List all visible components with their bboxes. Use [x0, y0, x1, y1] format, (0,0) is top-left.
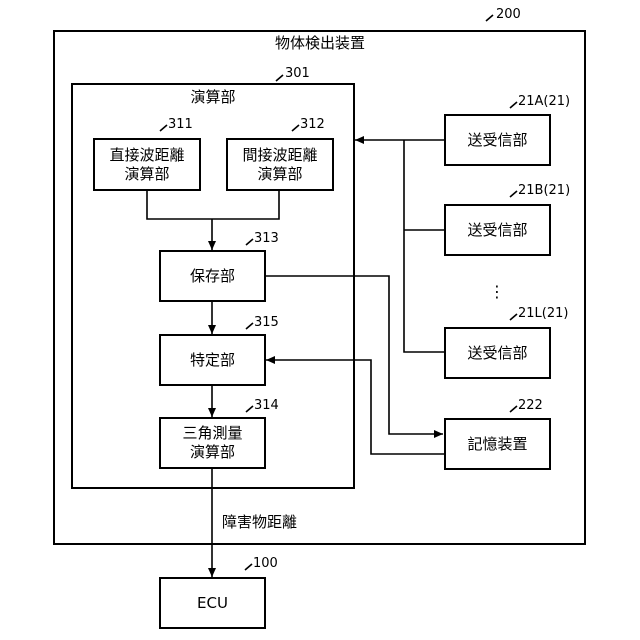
identify-label: 特定部 [190, 351, 235, 370]
indirect-calc-line2: 演算部 [257, 165, 302, 184]
indirect-calc-line1: 間接波距離 [242, 146, 317, 165]
storage-label: 保存部 [190, 267, 235, 286]
direct-calc-line1: 直接波距離 [109, 146, 184, 165]
direct-calc-line2: 演算部 [124, 165, 169, 184]
triangulation-line2: 演算部 [190, 443, 235, 462]
ecu-label: ECU [197, 594, 228, 613]
storage-ref: 313 [254, 231, 279, 247]
calc-unit-ref: 301 [285, 66, 310, 82]
transceiver-21b-label: 送受信部 [467, 221, 527, 240]
direct-calc-ref: 311 [168, 117, 193, 133]
identification-unit-box: 特定部 [159, 334, 266, 386]
indirect-calc-ref: 312 [300, 117, 325, 133]
triangulation-calc-box: 三角測量 演算部 [159, 417, 266, 469]
transceiver-21l-label: 送受信部 [467, 344, 527, 363]
memory-ref: 222 [518, 398, 543, 414]
transceiver-21l-ref: 21L(21) [518, 306, 568, 322]
device-title: 物体検出装置 [260, 33, 380, 53]
transceiver-box-21a: 送受信部 [444, 114, 551, 166]
transceiver-21a-label: 送受信部 [467, 131, 527, 150]
calc-unit-title: 演算部 [173, 87, 253, 107]
memory-label: 記憶装置 [467, 435, 527, 454]
transceiver-ellipsis: ⋮ [485, 282, 509, 302]
transceiver-21b-ref: 21B(21) [518, 183, 570, 199]
ecu-ref: 100 [253, 556, 278, 572]
obstacle-distance-label: 障害物距離 [222, 512, 312, 532]
transceiver-box-21l: 送受信部 [444, 327, 551, 379]
transceiver-21a-ref: 21A(21) [518, 94, 570, 110]
direct-wave-distance-calc-box: 直接波距離 演算部 [93, 138, 201, 191]
indirect-wave-distance-calc-box: 間接波距離 演算部 [226, 138, 334, 191]
device-ref: 200 [496, 7, 521, 23]
ecu-box: ECU [159, 577, 266, 629]
storage-unit-box: 保存部 [159, 250, 266, 302]
triangulation-line1: 三角測量 [182, 424, 242, 443]
triangulation-ref: 314 [254, 398, 279, 414]
memory-device-box: 記憶装置 [444, 418, 551, 470]
transceiver-box-21b: 送受信部 [444, 204, 551, 256]
identify-ref: 315 [254, 315, 279, 331]
